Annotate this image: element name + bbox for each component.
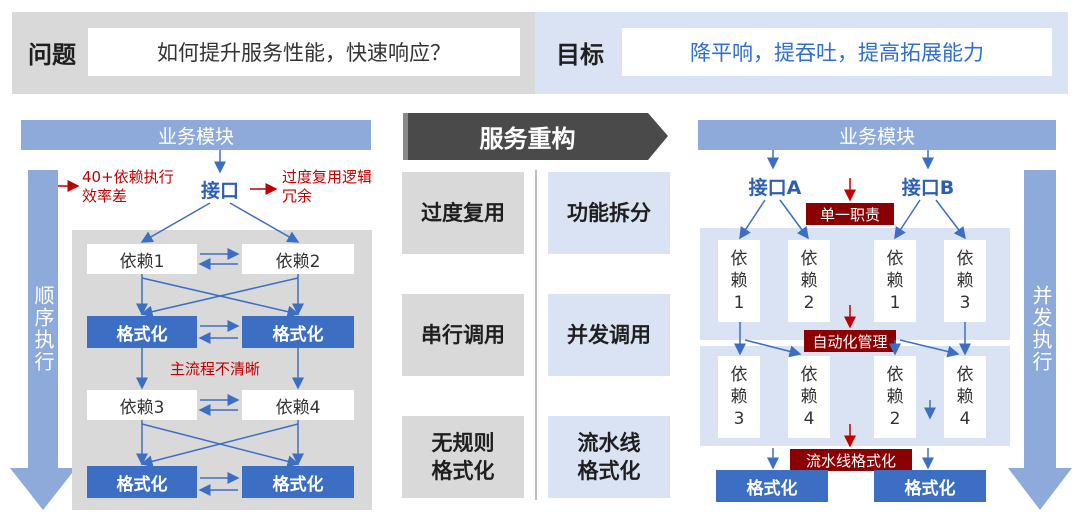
right-top-dep-1: 依赖1	[718, 240, 760, 322]
service-refactor-title: 服务重构	[479, 125, 576, 153]
left-interface-label: 接口	[200, 179, 239, 202]
right-bottom-dep-2: 依赖4	[788, 356, 830, 438]
right-business-module: 业务模块	[698, 120, 1056, 150]
goal-label: 目标	[556, 40, 604, 69]
right-interface-b: 接口B	[901, 176, 955, 199]
right-format-b: 格式化	[874, 470, 986, 502]
left-format-3: 格式化	[87, 466, 197, 498]
left-format-2: 格式化	[242, 316, 354, 348]
left-side-arrow-label: 顺序执行	[31, 285, 55, 373]
left-gray-panel	[72, 230, 372, 510]
right-format-a: 格式化	[716, 470, 828, 502]
left-dep-4: 依赖4	[242, 390, 354, 420]
problem-text: 如何提升服务性能，快速响应？	[88, 28, 520, 76]
left-dep-1: 依赖1	[87, 244, 197, 274]
right-side-arrow-label: 并发执行	[1029, 285, 1053, 373]
single-duty-label: 单一职责	[806, 203, 894, 225]
left-dep-3: 依赖3	[87, 390, 197, 420]
left-note-dependencies: 40+依赖执行效率差	[82, 168, 174, 205]
left-main-flow-note: 主流程不清晰	[170, 360, 261, 378]
solution-function-split: 功能拆分	[548, 172, 670, 254]
left-note-reuse: 过度复用逻辑冗余	[282, 168, 373, 205]
problem-label: 问题	[28, 40, 76, 69]
pipeline-format-label: 流水线格式化	[790, 449, 912, 471]
left-format-4: 格式化	[242, 466, 354, 498]
goal-text: 降平响，提吞吐，提高拓展能力	[622, 28, 1052, 76]
auto-manage-label: 自动化管理	[804, 330, 896, 352]
problem-serial-call: 串行调用	[402, 294, 524, 376]
right-top-dep-3: 依赖1	[874, 240, 916, 322]
problem-over-reuse: 过度复用	[402, 172, 524, 254]
right-bottom-dep-3: 依赖2	[874, 356, 916, 438]
left-dep-2: 依赖2	[242, 244, 354, 274]
right-bottom-dep-4: 依赖4	[944, 356, 986, 438]
problem-irregular-format: 无规则格式化	[402, 416, 524, 498]
left-business-module: 业务模块	[21, 120, 371, 150]
right-top-dep-4: 依赖3	[944, 240, 986, 322]
solution-pipeline-format: 流水线格式化	[548, 416, 670, 498]
left-format-1: 格式化	[87, 316, 197, 348]
right-bottom-dep-1: 依赖3	[718, 356, 760, 438]
right-top-dep-2: 依赖2	[788, 240, 830, 322]
right-interface-a: 接口A	[748, 176, 802, 199]
solution-concurrent-call: 并发调用	[548, 294, 670, 376]
middle-divider	[535, 170, 537, 500]
